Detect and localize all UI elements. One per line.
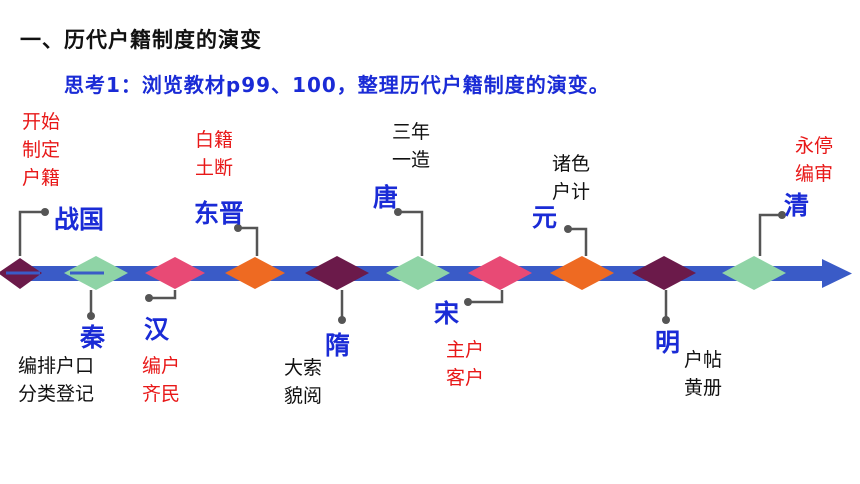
dot-sui — [338, 316, 346, 324]
connector-qing — [758, 213, 780, 256]
dot-tang — [394, 208, 402, 216]
dot-ming — [662, 316, 670, 324]
note-tang: 三年 一造 — [392, 121, 431, 171]
marker-han — [145, 257, 205, 289]
note-zhanguo: 开始 制定 户籍 — [22, 111, 61, 189]
dot-qing — [778, 211, 786, 219]
era-ming: 明 — [655, 328, 681, 357]
note-qing: 永停 编审 — [795, 135, 834, 185]
era-zhanguo: 战国 — [54, 205, 105, 234]
dot-song — [464, 298, 472, 306]
era-qing: 清 — [784, 191, 810, 220]
dot-han — [145, 294, 153, 302]
connector-zhanguo — [18, 210, 42, 256]
connector-yuan — [570, 227, 588, 256]
marker-tang — [386, 256, 450, 290]
dot-zhanguo — [41, 208, 49, 216]
marker-yuan — [550, 256, 614, 290]
note-han: 编户 齐民 — [142, 355, 181, 405]
note-sui: 大索 貌阅 — [284, 357, 323, 407]
note-ming: 户帖 黄册 — [684, 349, 723, 399]
note-song: 主户 客户 — [446, 339, 485, 389]
subtitle: 思考1：浏览教材p99、100，整理历代户籍制度的演变。 — [64, 73, 610, 97]
connector-song — [470, 290, 504, 304]
marker-dongjin — [225, 257, 285, 289]
dot-yuan — [564, 225, 572, 233]
timeline-arrow-head — [822, 259, 852, 288]
connector-dongjin — [240, 226, 259, 256]
page-title: 一、历代户籍制度的演变 — [20, 28, 262, 52]
era-tang: 唐 — [373, 183, 399, 212]
era-qin: 秦 — [80, 323, 106, 352]
dot-dongjin — [234, 224, 242, 232]
dot-qin — [87, 312, 95, 320]
era-han: 汉 — [144, 315, 170, 344]
note-dongjin: 白籍 土断 — [195, 129, 234, 179]
marker-song — [468, 256, 532, 290]
marker-qing — [722, 256, 786, 290]
marker-sui — [305, 256, 369, 290]
note-qin: 编排户口 分类登记 — [18, 355, 95, 405]
note-yuan: 诸色 户计 — [552, 153, 591, 203]
era-yuan: 元 — [532, 203, 558, 232]
era-sui: 隋 — [325, 331, 351, 360]
connector-han — [151, 290, 177, 300]
marker-ming — [632, 256, 696, 290]
era-song: 宋 — [434, 299, 460, 328]
connector-tang — [400, 210, 424, 256]
era-dongjin: 东晋 — [194, 199, 245, 228]
